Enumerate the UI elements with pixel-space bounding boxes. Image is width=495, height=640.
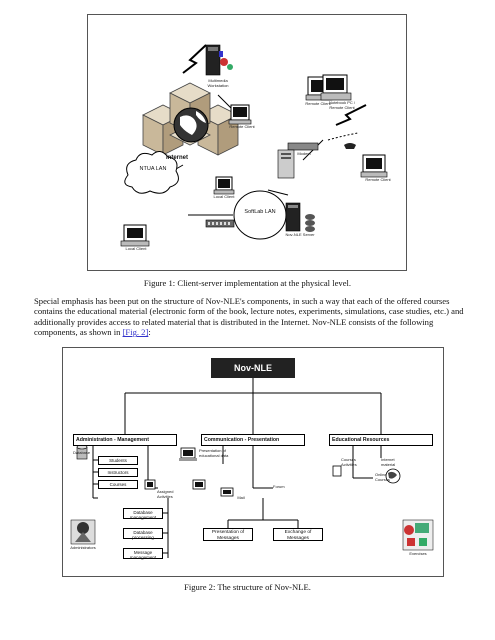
exch-messages-box: Exchange of Messages — [273, 528, 323, 541]
admin-branch: Administration - Management — [73, 434, 177, 446]
network-diagram — [120, 44, 388, 247]
figure-2-link[interactable]: [Fig. 2] — [122, 327, 149, 338]
figure-2: Nov-NLE Administration - Management Comm… — [62, 347, 444, 577]
edu-branch-label: Educational Resources — [332, 437, 390, 443]
db-processing-box: Database processing — [123, 528, 163, 540]
modem-client-label: Remote Client — [365, 177, 391, 182]
admin-branch-label: Administration - Management — [76, 437, 149, 443]
online-courses-label: Online Courses — [375, 472, 390, 482]
pres-messages-box: Presentation of Messages — [203, 528, 253, 541]
presentation-label: Presentation of educational data — [199, 448, 229, 458]
edu-branch: Educational Resources — [329, 434, 433, 446]
top-workstation-label: Multimedia Workstation — [207, 78, 229, 88]
assigned-activities-label: Assigned Activities — [157, 489, 174, 499]
figure-1-caption: Figure 1: Client-server implementation a… — [143, 278, 352, 288]
structure-connectors — [70, 378, 434, 558]
mail-label: Mail — [237, 495, 245, 500]
mid-client-label: Remote Client — [229, 124, 255, 129]
server-label: Nov-NLE Server — [285, 232, 315, 237]
paragraph-tail: : — [148, 327, 151, 338]
top-client-label: Remote Client — [305, 101, 331, 106]
msg-management-box: Message management — [123, 548, 163, 560]
paragraph-text: Special emphasis has been put on the str… — [34, 296, 464, 338]
notebook-label: Notebook PC / Remote Client — [328, 100, 355, 110]
local-client-label: Local Client — [213, 194, 235, 199]
figure-1: Internet NTUA LAN SoftLab LAN Multimedia… — [87, 14, 407, 271]
courses-activities-label: Courses Activities — [341, 457, 357, 467]
administrators-label: Administrators — [70, 545, 96, 550]
comm-branch-label: Communication - Presentation — [204, 437, 280, 443]
db-management-box: Database management — [123, 508, 163, 520]
figure-2-caption: Figure 2: The structure of Nov-NLE. — [184, 582, 311, 592]
router-label: Modem — [297, 151, 311, 156]
database-label: Database — [73, 450, 91, 455]
comm-branch: Communication - Presentation — [201, 434, 305, 446]
root-label: Nov-NLE — [234, 363, 272, 373]
bottom-client-label: Local Client — [125, 246, 147, 251]
internet-material-label: Internet material — [381, 457, 396, 467]
body-paragraph: Special emphasis has been put on the str… — [34, 296, 468, 338]
softlab-lan-label: SoftLab LAN — [244, 209, 276, 215]
exercises-label: Exercises — [409, 551, 427, 556]
forum-label: Forum — [273, 484, 285, 489]
internet-label: Internet — [166, 155, 189, 161]
instructors-box: Instructors — [98, 468, 138, 477]
courses-box: Courses — [98, 480, 138, 489]
root-node: Nov-NLE — [211, 358, 295, 378]
ntua-lan-label: NTUA LAN — [139, 166, 167, 172]
students-box: Students — [98, 456, 138, 465]
